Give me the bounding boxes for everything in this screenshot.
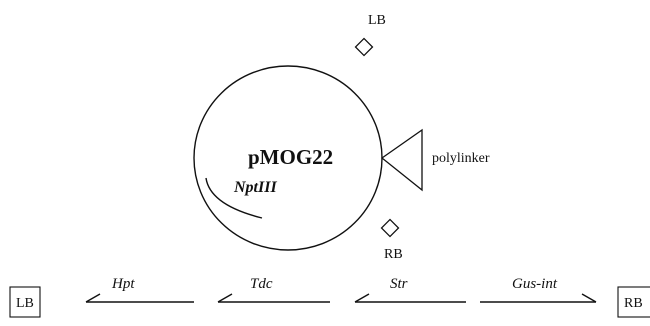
- plasmid-rb-label: RB: [384, 247, 403, 262]
- rb-marker: [380, 218, 400, 238]
- plasmid-lb-label: LB: [368, 13, 386, 28]
- gene-hpt-label: Hpt: [111, 276, 135, 292]
- gene-gus-int: Gus-int: [480, 276, 597, 303]
- nptiii-label: NptIII: [233, 179, 277, 196]
- gene-str: Str: [354, 276, 466, 303]
- construct-right-border-label: RB: [624, 296, 643, 311]
- gene-gus-int-label: Gus-int: [512, 276, 558, 292]
- construct-right-border-box: [617, 286, 650, 318]
- polylinker-label: polylinker: [432, 151, 490, 166]
- plasmid-name: pMOG22: [248, 145, 333, 169]
- gene-str-label: Str: [390, 276, 408, 292]
- polylinker-triangle: [380, 128, 423, 192]
- construct-left-border-label: LB: [16, 296, 34, 311]
- gene-hpt: Hpt: [85, 276, 194, 303]
- construct-left-border-box: [9, 286, 41, 318]
- lb-marker: [354, 37, 374, 57]
- gene-tdc: Tdc: [217, 276, 330, 303]
- gene-tdc-label: Tdc: [250, 276, 273, 292]
- nptiii-arc: [205, 177, 263, 219]
